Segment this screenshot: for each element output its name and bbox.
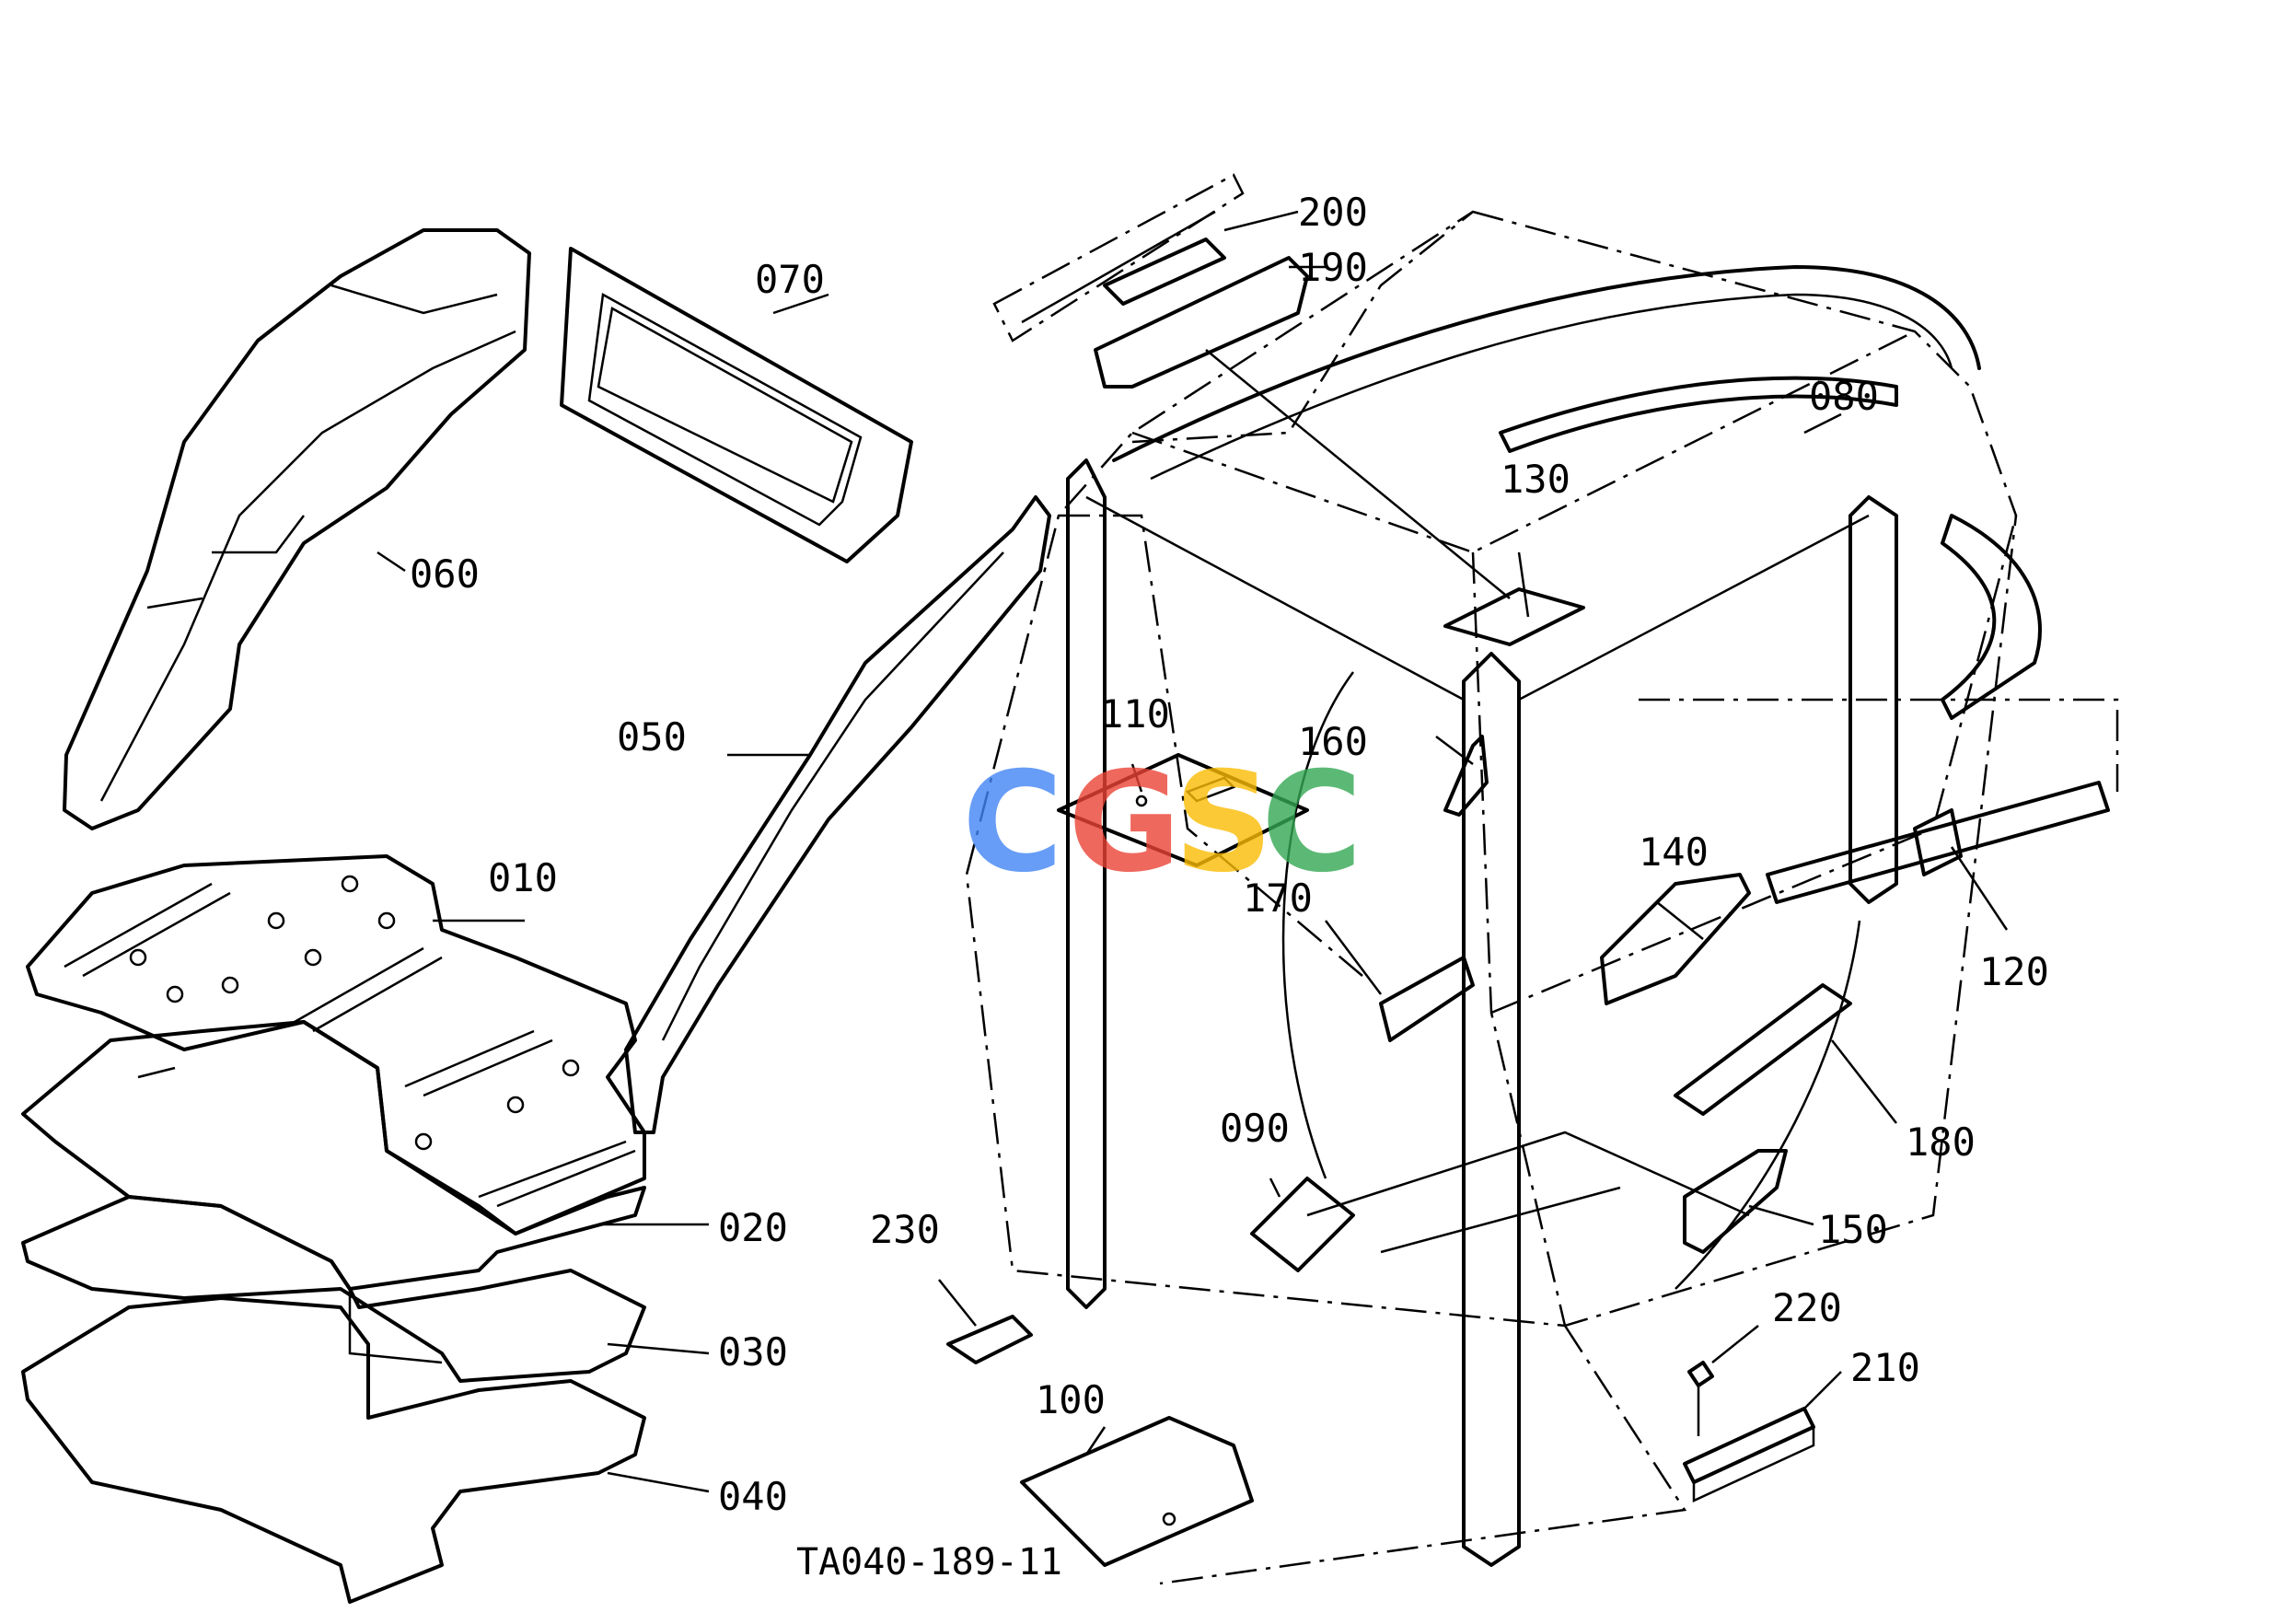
part-110-shape xyxy=(1057,753,1309,867)
leader-lines xyxy=(377,210,2009,1493)
part-130-shape xyxy=(1443,587,1585,646)
label-140: 140 xyxy=(1639,829,1709,875)
label-070: 070 xyxy=(755,257,825,302)
part-170-shape xyxy=(1379,956,1475,1042)
label-150: 150 xyxy=(1818,1207,1888,1252)
label-080: 080 xyxy=(1809,374,1879,419)
part-180-shape xyxy=(1674,983,1852,1116)
label-220: 220 xyxy=(1772,1285,1842,1330)
label-100: 100 xyxy=(1036,1377,1106,1422)
label-200: 200 xyxy=(1298,190,1368,235)
part-230-shape xyxy=(946,1315,1033,1364)
watermark-letter-g: G xyxy=(1068,743,1181,903)
part-070-shape xyxy=(560,247,913,563)
part-040-shape xyxy=(21,1296,646,1604)
label-230: 230 xyxy=(870,1207,940,1252)
watermark-cgsc: C G S C xyxy=(962,743,1362,903)
part-150-shape xyxy=(1683,1149,1788,1254)
part-210-220-shape xyxy=(1683,1361,1815,1502)
watermark-letter-c2: C xyxy=(1261,743,1362,903)
part-140-shape xyxy=(1600,873,1751,1005)
label-040: 040 xyxy=(718,1474,788,1519)
part-030-shape xyxy=(21,1195,646,1383)
label-050: 050 xyxy=(617,714,687,760)
label-180: 180 xyxy=(1906,1119,1976,1165)
watermark-letter-c1: C xyxy=(962,743,1063,903)
part-190-200-shape xyxy=(992,173,1309,389)
label-090: 090 xyxy=(1220,1106,1290,1151)
part-160-shape xyxy=(1443,735,1489,817)
drawing-code: TA040-189-11 xyxy=(796,1541,1062,1583)
label-170: 170 xyxy=(1243,876,1313,921)
part-090-shape xyxy=(1250,1177,1355,1272)
label-120: 120 xyxy=(1979,949,2049,994)
label-130: 130 xyxy=(1501,457,1570,502)
watermark-letter-s: S xyxy=(1174,743,1273,903)
part-labels: 010 020 030 040 050 060 070 080 090 100 … xyxy=(410,190,2049,1519)
label-190: 190 xyxy=(1298,245,1368,290)
label-210: 210 xyxy=(1850,1345,1920,1390)
label-030: 030 xyxy=(718,1329,788,1375)
part-020-shape xyxy=(21,1020,646,1291)
part-010-shape xyxy=(26,854,646,1235)
part-050-shape xyxy=(624,495,1051,1134)
label-160: 160 xyxy=(1298,719,1368,764)
part-100-shape xyxy=(1020,1416,1254,1567)
part-060-shape xyxy=(63,228,531,830)
label-010: 010 xyxy=(488,855,558,900)
label-060: 060 xyxy=(410,551,480,597)
label-110: 110 xyxy=(1100,691,1170,737)
cab-frame xyxy=(965,210,2119,1585)
label-020: 020 xyxy=(718,1205,788,1250)
part-120-shape xyxy=(1913,808,1963,876)
